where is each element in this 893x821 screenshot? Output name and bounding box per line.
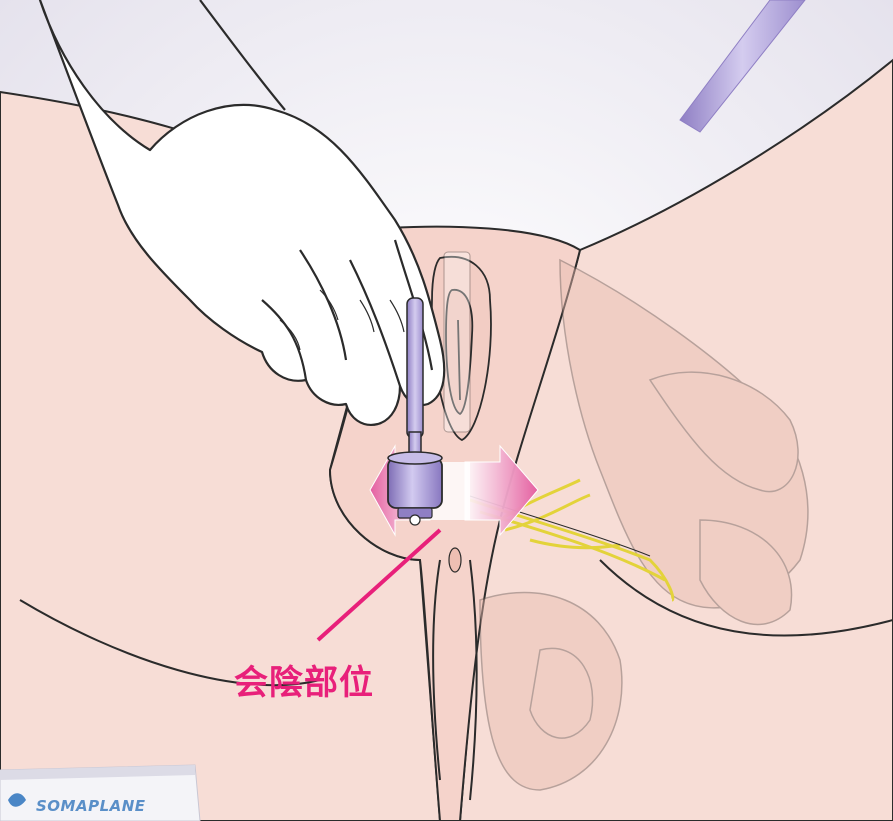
vaginal-probe-sleeve [444,252,470,432]
perineum-label: 会陰部位 [234,655,374,704]
anus [449,548,461,572]
probe-handle [407,298,423,438]
product-brand-label: SOMAPLANE [36,797,146,815]
